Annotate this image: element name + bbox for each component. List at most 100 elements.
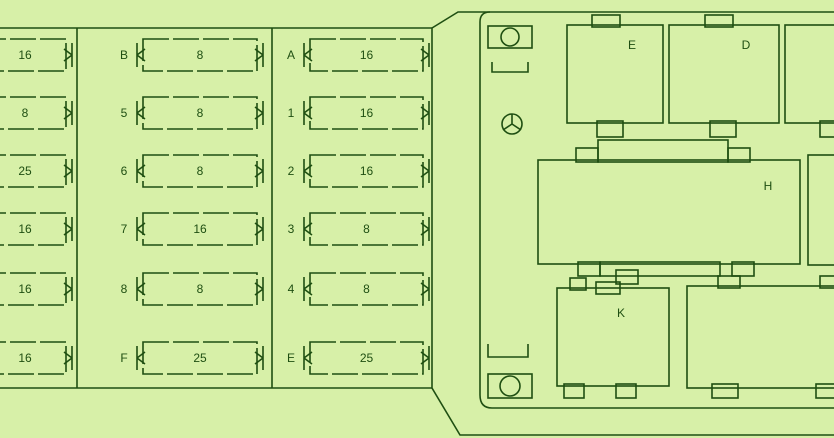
fuse-slot[interactable]: 167 [121, 212, 264, 246]
relay-k-label: K [617, 306, 625, 320]
fuse-terminal [136, 159, 146, 183]
fuse-slot[interactable]: 8 [0, 96, 73, 130]
fuse-body [0, 38, 67, 72]
fuse-terminal [63, 346, 73, 370]
fuse-body [309, 341, 424, 375]
fuse-terminal [254, 277, 264, 301]
fuse-id: B [120, 48, 128, 62]
fuse-terminal [420, 217, 430, 241]
fuse-body [0, 272, 67, 306]
fuse-terminal [303, 346, 313, 370]
fuse-terminal [303, 43, 313, 67]
fuse-slot[interactable]: 16 [0, 272, 73, 306]
fuse-slot[interactable]: 16 [0, 212, 73, 246]
fuse-slot[interactable]: 16 [0, 341, 73, 375]
fuse-terminal [254, 159, 264, 183]
fuse-id: E [287, 351, 295, 365]
fuse-id: 3 [288, 222, 295, 236]
fuse-terminal [303, 277, 313, 301]
fuse-slot[interactable]: 86 [121, 154, 264, 188]
clip-icon [491, 62, 529, 73]
fuse-slot[interactable]: 25 [0, 154, 73, 188]
fuse-id: A [287, 48, 295, 62]
fuse-rating: 8 [197, 164, 204, 178]
relay-board-outline [479, 11, 834, 409]
fuse-rating: 8 [197, 282, 204, 296]
fuse-rating: 25 [18, 164, 32, 178]
fuse-terminal [254, 43, 264, 67]
fuse-id: 4 [288, 282, 295, 296]
fuse-slot[interactable]: 85 [121, 96, 264, 130]
fuse-body [142, 272, 258, 306]
relay-h[interactable]: H [537, 139, 801, 277]
fuse-rating: 16 [18, 282, 32, 296]
fuse-terminal [254, 101, 264, 125]
fuse-terminal [63, 43, 73, 67]
fuse-slot[interactable]: 161 [288, 96, 430, 130]
relay-e-label: E [628, 38, 636, 52]
fuse-terminal [136, 101, 146, 125]
fuse-body [0, 341, 67, 375]
fuse-terminal [63, 159, 73, 183]
fuse-slot[interactable]: 162 [288, 154, 430, 188]
fuse-rating: 8 [197, 48, 204, 62]
fuse-terminal [63, 217, 73, 241]
fuse-id: 8 [121, 282, 128, 296]
fuse-terminal [136, 277, 146, 301]
relay-h-label: H [764, 179, 773, 193]
fuse-slot[interactable]: 88 [121, 272, 264, 306]
fuse-terminal [303, 217, 313, 241]
fuse-terminal [303, 159, 313, 183]
fuse-columns: 168251616168B85861678825F16A161162838425… [0, 38, 430, 375]
fuse-terminal [136, 43, 146, 67]
fuse-terminal [303, 101, 313, 125]
relay-e[interactable]: E [566, 14, 664, 138]
clip-icon [487, 344, 529, 358]
fuse-body [142, 38, 258, 72]
fuse-rating: 16 [18, 351, 32, 365]
fuse-body [309, 38, 424, 72]
relay-d-label: D [742, 38, 751, 52]
relay-right-top[interactable] [784, 24, 834, 138]
fuse-terminal [136, 346, 146, 370]
relay-bottom-right[interactable] [686, 275, 834, 399]
fuse-terminal [254, 217, 264, 241]
fuse-slot[interactable]: 84 [288, 272, 430, 306]
fuse-body [309, 154, 424, 188]
relay-d[interactable]: D [668, 14, 780, 138]
fuse-terminal [420, 277, 430, 301]
fuse-slot[interactable]: 25 F [120, 341, 264, 375]
fuse-terminal [420, 159, 430, 183]
relay-right-middle[interactable] [807, 154, 834, 266]
fuse-rating: 8 [363, 222, 370, 236]
fuse-id: 5 [121, 106, 128, 120]
fuse-slot[interactable]: 16 [0, 38, 73, 72]
fuse-body [142, 154, 258, 188]
fuse-rating: 25 [193, 351, 207, 365]
relay-housing-outline [431, 11, 834, 436]
fuse-id: F [120, 351, 127, 365]
fuse-slot[interactable]: 25 E [287, 341, 430, 375]
fuse-body [0, 154, 67, 188]
fuse-rating: 8 [22, 106, 29, 120]
fuse-terminal [63, 101, 73, 125]
fuse-terminal [420, 43, 430, 67]
fuse-slot[interactable]: 8B [120, 38, 264, 72]
fuse-rating: 25 [360, 351, 374, 365]
fuse-slot[interactable]: 16A [287, 38, 430, 72]
fuse-body [309, 96, 424, 130]
star-icon [501, 113, 523, 135]
fuse-terminal [420, 101, 430, 125]
fuse-terminal [136, 217, 146, 241]
fuse-slot[interactable]: 83 [288, 212, 430, 246]
mount-hole-icon [487, 25, 533, 49]
fuse-body [0, 96, 67, 130]
fuse-id: 6 [121, 164, 128, 178]
fuse-body [309, 212, 424, 246]
fuse-rating: 16 [193, 222, 207, 236]
fuse-id: 2 [288, 164, 295, 178]
relay-k[interactable]: K [556, 269, 670, 399]
